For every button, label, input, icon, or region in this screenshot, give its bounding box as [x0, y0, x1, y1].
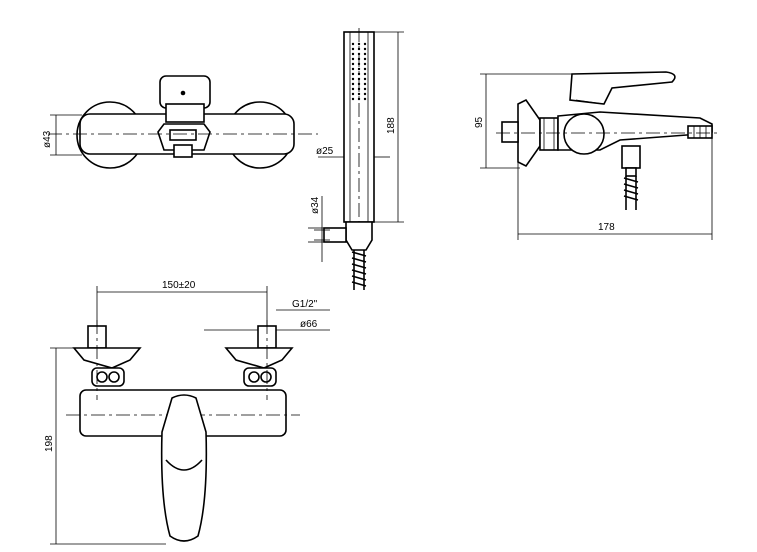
front-lever — [160, 394, 208, 542]
spray-hole — [363, 57, 367, 61]
spray-hole — [351, 57, 355, 61]
side-cartridge-circle — [563, 113, 605, 155]
side-view: 95 178 — [474, 71, 718, 240]
front-view: 150±20 G1/2" ø66 198 — [44, 280, 330, 545]
dim-hand-shower-length: 188 — [386, 117, 397, 134]
spray-hole — [363, 62, 367, 66]
spray-hole — [351, 92, 355, 96]
hose — [351, 251, 367, 287]
diverter-knob — [169, 129, 197, 141]
spray-hole — [357, 92, 361, 96]
side-lever — [569, 71, 676, 105]
spray-hole — [351, 97, 355, 101]
spray-hole — [357, 67, 361, 71]
dim-front-diameter: ø43 — [42, 130, 53, 148]
spray-holes — [351, 42, 367, 101]
spray-hole — [363, 87, 367, 91]
dim-thread: G1/2" — [292, 299, 318, 310]
dim-total-height: 198 — [44, 435, 55, 452]
side-connector — [501, 121, 519, 143]
spray-hole — [363, 42, 367, 46]
spray-hole — [363, 47, 367, 51]
spray-hole — [351, 72, 355, 76]
spray-hole — [357, 72, 361, 76]
spray-hole — [363, 92, 367, 96]
spray-hole — [351, 52, 355, 56]
holder-bracket — [323, 227, 347, 243]
dim-side-projection: 178 — [598, 222, 615, 233]
spray-hole — [363, 77, 367, 81]
spray-hole — [363, 72, 367, 76]
spray-hole — [357, 42, 361, 46]
side-shower-outlet — [621, 145, 641, 169]
spray-hole — [357, 87, 361, 91]
side-nut — [539, 117, 559, 151]
spray-hole — [357, 47, 361, 51]
spray-hole — [357, 52, 361, 56]
dim-holder-diameter: ø34 — [310, 196, 321, 214]
right-flange — [224, 347, 294, 369]
spray-hole — [357, 62, 361, 66]
spray-hole — [357, 57, 361, 61]
top-view: ø43 — [42, 75, 318, 169]
lever-neck — [165, 103, 205, 123]
spray-hole — [351, 77, 355, 81]
lever-dot — [180, 90, 186, 96]
spray-hole — [363, 52, 367, 56]
spray-hole — [357, 77, 361, 81]
side-hose — [623, 177, 639, 201]
spray-hole — [351, 87, 355, 91]
diverter-stem — [173, 144, 193, 158]
spray-hole — [351, 62, 355, 66]
spray-hole — [363, 82, 367, 86]
spray-hole — [357, 82, 361, 86]
shower-holder — [345, 221, 373, 251]
dim-flange-diameter: ø66 — [300, 319, 318, 330]
spray-hole — [363, 97, 367, 101]
left-flange — [72, 347, 142, 369]
spray-hole — [351, 42, 355, 46]
dim-centers: 150±20 — [162, 280, 196, 291]
spray-hole — [351, 82, 355, 86]
spray-hole — [351, 67, 355, 71]
dim-hand-shower-diameter: ø25 — [316, 146, 334, 157]
spray-hole — [357, 97, 361, 101]
spray-hole — [351, 47, 355, 51]
spray-hole — [363, 67, 367, 71]
dim-side-height: 95 — [474, 116, 485, 128]
hand-shower-view: 188 ø25 ø34 — [308, 28, 404, 290]
